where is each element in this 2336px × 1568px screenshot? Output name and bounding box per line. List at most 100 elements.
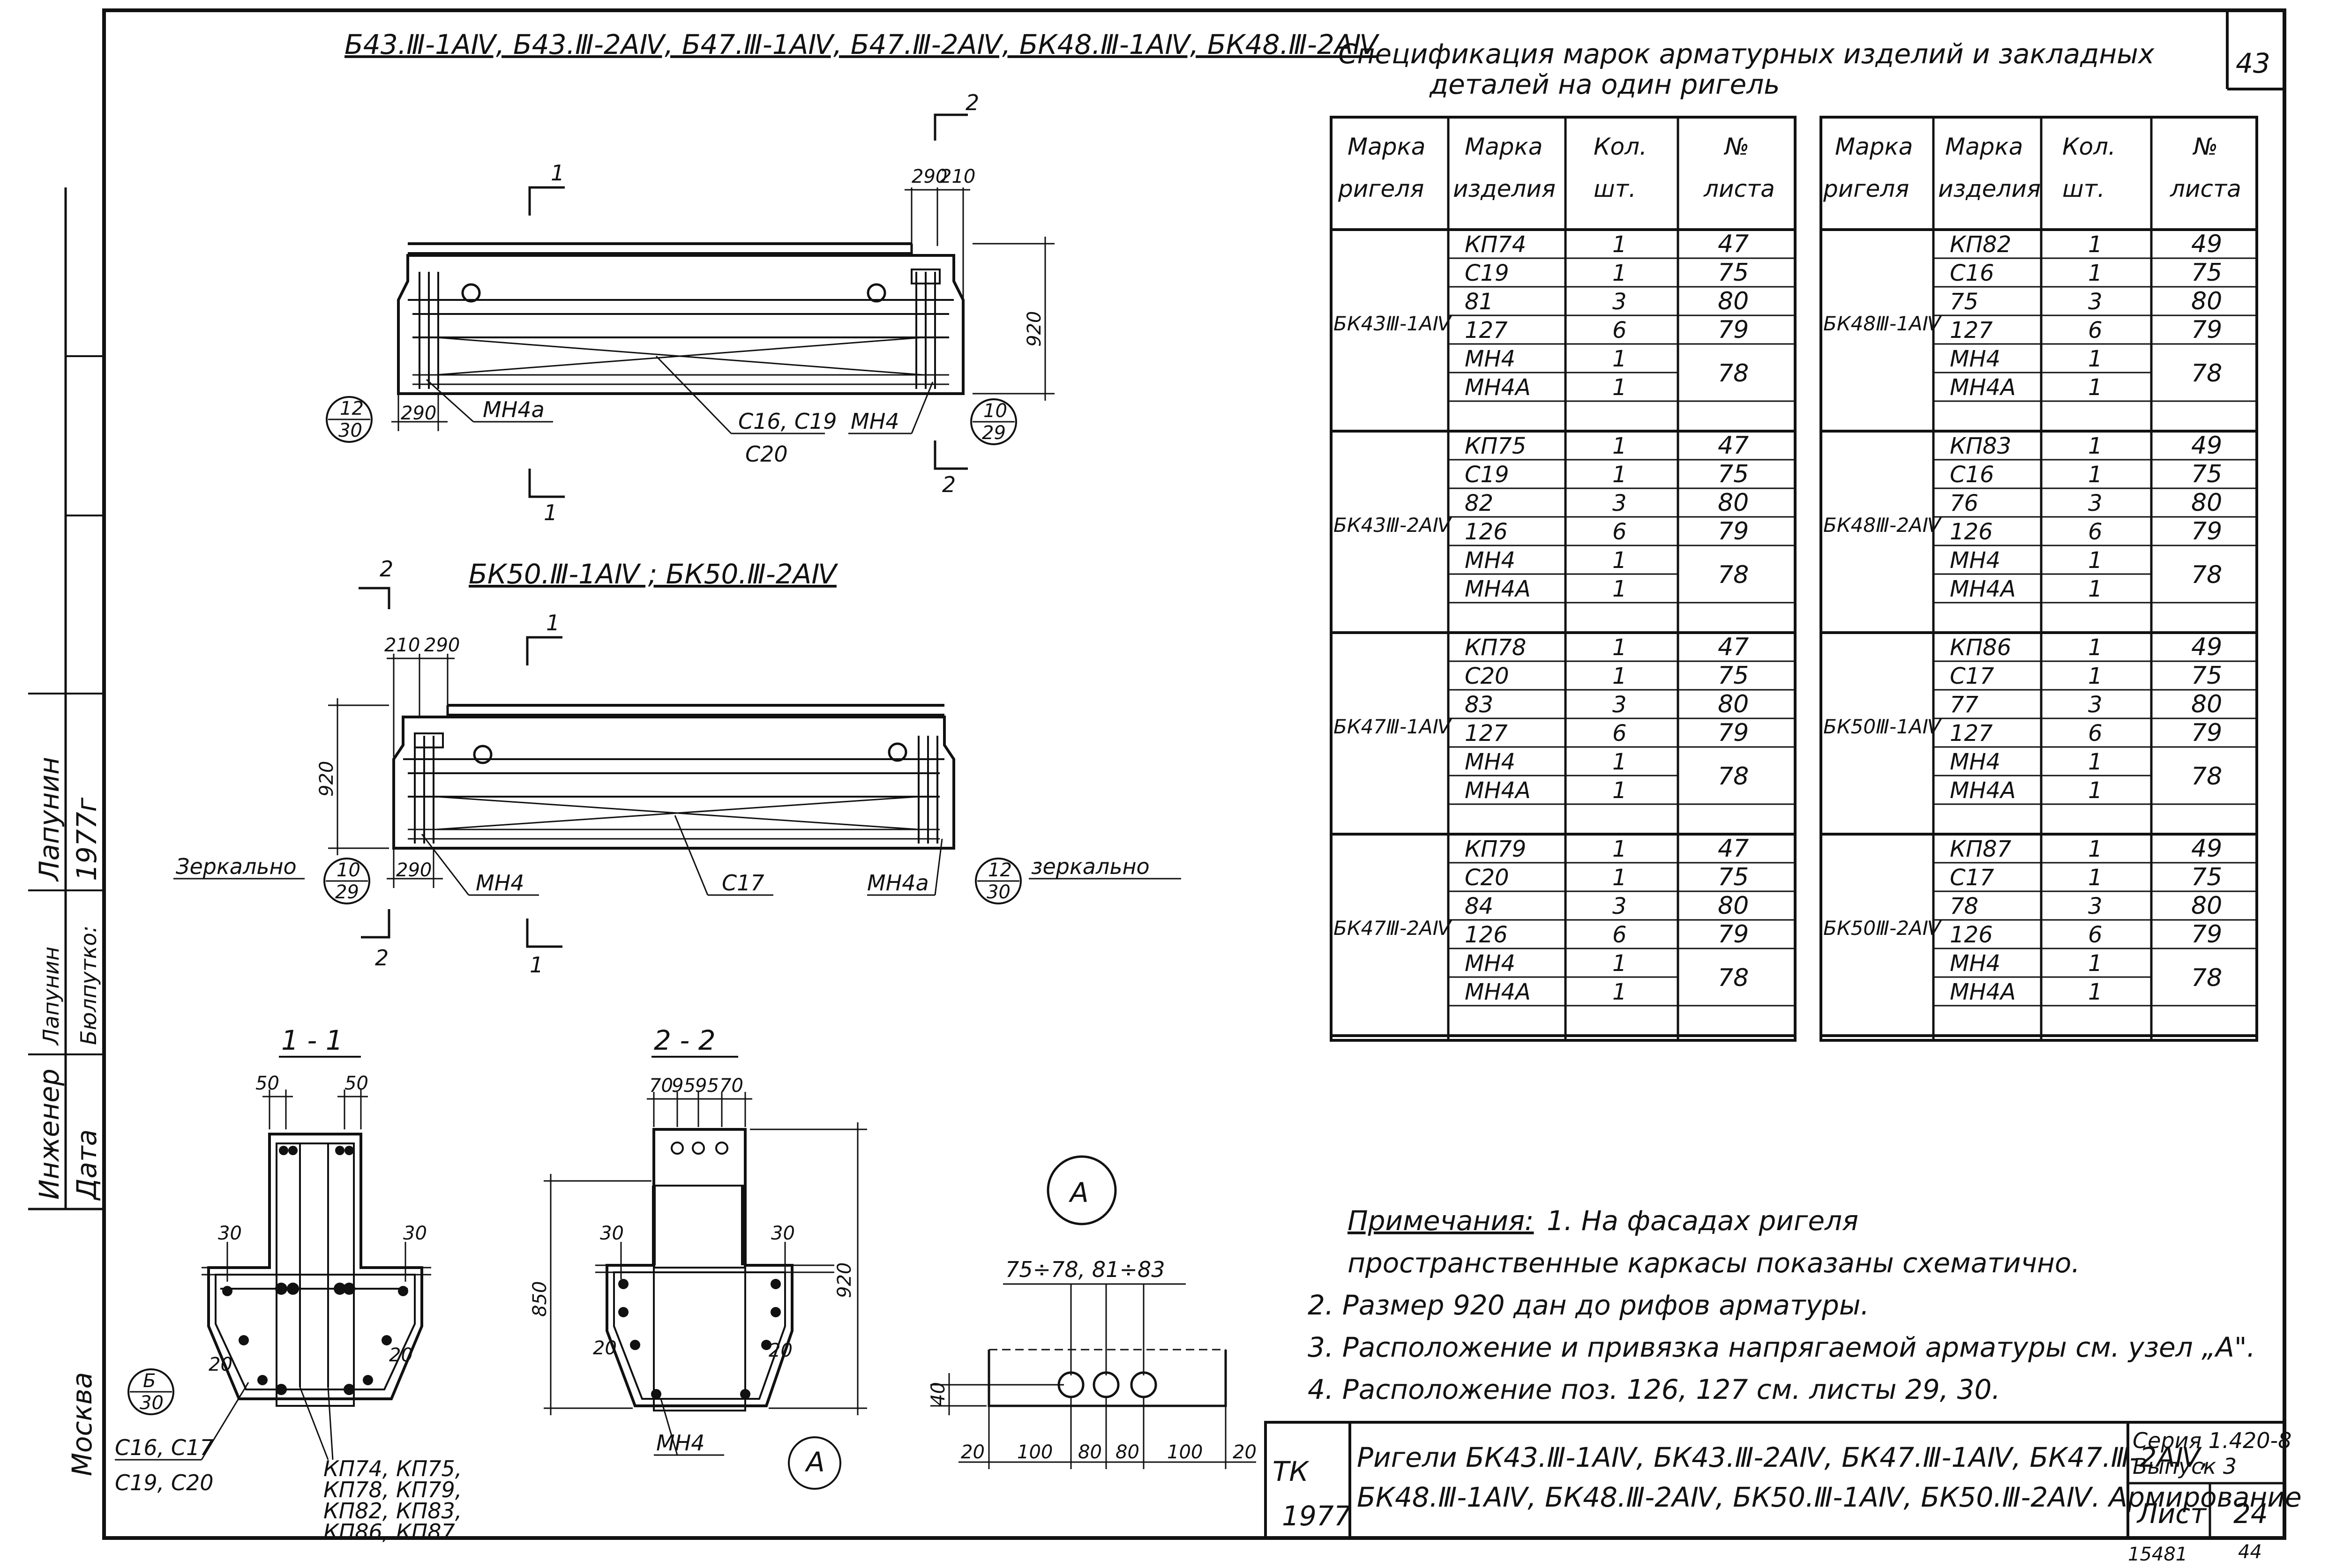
dim-20-right: 20 (389, 1344, 413, 1366)
spec-item-sheet: 78 (2191, 359, 2222, 388)
beam-outline (397, 254, 965, 395)
node-a-dim-20-right: 20 (1233, 1441, 1257, 1463)
spec-item-sheet: 78 (2191, 561, 2222, 589)
spec-item-sheet: 80 (2191, 287, 2222, 315)
spec-item-qty: 1 (2088, 231, 2103, 258)
cut-2-bottom: 2 (942, 472, 956, 497)
notes-heading: Примечания: (1348, 1205, 1534, 1237)
hdr-sheet-2: листа (1703, 175, 1775, 202)
spec-item-mark: С17 (1950, 663, 1994, 689)
node-a-dim-100-right: 100 (1167, 1441, 1203, 1463)
spec-item-qty: 6 (2088, 317, 2103, 343)
spec-item-qty: 1 (2088, 663, 2103, 689)
spec-beam-mark: БК47Ⅲ-2АⅣ (1333, 917, 1453, 940)
spec-item-mark: 127 (1465, 720, 1508, 747)
hdr-qty-1: Кол. (2062, 133, 2116, 160)
spec-item-qty: 1 (1612, 836, 1627, 862)
node-left-top: 12 (340, 398, 364, 419)
spec-item-sheet: 80 (2191, 892, 2222, 920)
spec-item-qty: 1 (2088, 836, 2103, 862)
spec-item-qty: 1 (1612, 663, 1627, 689)
spec-item-sheet: 80 (1718, 892, 1749, 920)
hdr-sheet-1: № (1723, 133, 1749, 160)
node-circle-right (970, 398, 1017, 445)
node-b-bottom: 30 (140, 1392, 164, 1414)
spec-table-right: Марка ригеля Марка изделия Кол. шт. № ли… (1819, 116, 2258, 1042)
spec-item-qty: 1 (1612, 231, 1627, 258)
node-a-title: А (1068, 1177, 1089, 1209)
dim-20-left: 20 (593, 1337, 617, 1359)
spec-item-qty: 1 (1612, 865, 1627, 891)
spec-item-mark: МН4А (1465, 979, 1531, 1005)
spec-item-qty: 6 (2088, 519, 2103, 545)
spec-item-qty: 1 (1612, 433, 1627, 459)
spec-item-mark: МН4А (1950, 777, 2016, 804)
spec-item-mark: КП75 (1465, 433, 1526, 459)
spec-item-sheet: 79 (2191, 920, 2222, 948)
spec-item-qty: 1 (2088, 777, 2103, 804)
spec-item-qty: 1 (2088, 547, 2103, 574)
date-value: 1977г (71, 797, 103, 881)
spec-item-mark: КП78 (1465, 635, 1526, 661)
spec-item-sheet: 78 (1718, 964, 1749, 992)
spec-item-sheet: 75 (1718, 662, 1749, 690)
spec-item-mark: С17 (1950, 865, 1994, 891)
spec-item-qty: 1 (1612, 979, 1627, 1005)
spec-item-qty: 1 (1612, 346, 1627, 372)
spec-item-mark: КП79 (1465, 836, 1526, 862)
hdr-sheet-1: № (2192, 133, 2218, 160)
format-number: 44 (2238, 1541, 2262, 1563)
spec-item-sheet: 75 (2191, 662, 2222, 690)
spec-item-sheet: 47 (1718, 633, 1749, 661)
spec-item-mark: МН4 (1465, 346, 1515, 372)
spec-item-sheet: 75 (2191, 863, 2222, 891)
node-a-ref-circle (788, 1436, 841, 1490)
spec-item-sheet: 79 (2191, 517, 2222, 545)
spec-item-sheet: 78 (2191, 964, 2222, 992)
dim-20-right: 20 (769, 1340, 793, 1361)
spec-item-qty: 1 (1612, 547, 1627, 574)
dim-290-left: 290 (396, 859, 432, 881)
spec-item-mark: 77 (1950, 692, 1979, 718)
node-a-range: 75÷78, 81÷83 (1005, 1257, 1165, 1282)
label-mh4: МН4 (851, 409, 899, 434)
node-circle-b (127, 1368, 174, 1415)
dim-top-70-right: 70 (719, 1075, 743, 1097)
series: Серия 1.420-8 (2133, 1428, 2291, 1453)
date-label: Дата (71, 1129, 103, 1201)
label-c16-c17: С16, С17 (115, 1435, 214, 1460)
extra-label: Бюлпутко: (76, 926, 101, 1045)
spec-item-qty: 3 (2088, 692, 2103, 718)
spec-item-mark: С16 (1950, 462, 1994, 488)
node-a-detail: А 75÷78, 81÷83 40 20 100 80 80 100 20 (928, 1155, 1257, 1469)
top-elevation: 290 210 920 290 1 1 2 2 12 30 10 29 МН4а… (326, 90, 1055, 525)
spec-item-qty: 3 (1612, 893, 1627, 919)
dim-290-left: 290 (401, 403, 436, 424)
spec-beam-mark: БК48Ⅲ-1АⅣ (1823, 312, 1942, 335)
spec-item-sheet: 79 (1718, 920, 1749, 948)
spec-item-qty: 1 (1612, 374, 1627, 401)
node-a-dim-100-left: 100 (1017, 1441, 1053, 1463)
section-1-1-title: 1 - 1 (281, 1024, 343, 1056)
spec-beam-mark: БК50Ⅲ-1АⅣ (1823, 715, 1942, 738)
spec-item-sheet: 80 (1718, 690, 1749, 718)
node-a-outline (988, 1350, 1227, 1407)
spec-item-qty: 1 (1612, 749, 1627, 775)
spec-beam-mark: БК43Ⅲ-2АⅣ (1333, 514, 1453, 537)
spec-item-mark: МН4 (1950, 749, 2000, 775)
spec-item-mark: МН4А (1950, 979, 2016, 1005)
dim-850: 850 (529, 1281, 551, 1317)
label-mh4: МН4 (656, 1430, 705, 1456)
spec-item-qty: 1 (1612, 576, 1627, 602)
note-4: 4. Расположение поз. 126, 127 см. листы … (1308, 1374, 2000, 1405)
note-1: 1. На фасадах ригеля (1547, 1205, 1858, 1237)
spec-item-mark: С19 (1465, 462, 1509, 488)
node-circle-left (326, 396, 373, 443)
dim-920: 920 (316, 761, 337, 797)
dim-30-left: 30 (600, 1223, 624, 1244)
engineer-name: Лапунин (33, 757, 65, 882)
node-a-title-circle (1047, 1155, 1117, 1225)
spec-item-sheet: 47 (1718, 835, 1749, 863)
spec-item-mark: 126 (1465, 922, 1508, 948)
spec-item-sheet: 49 (2191, 633, 2222, 661)
